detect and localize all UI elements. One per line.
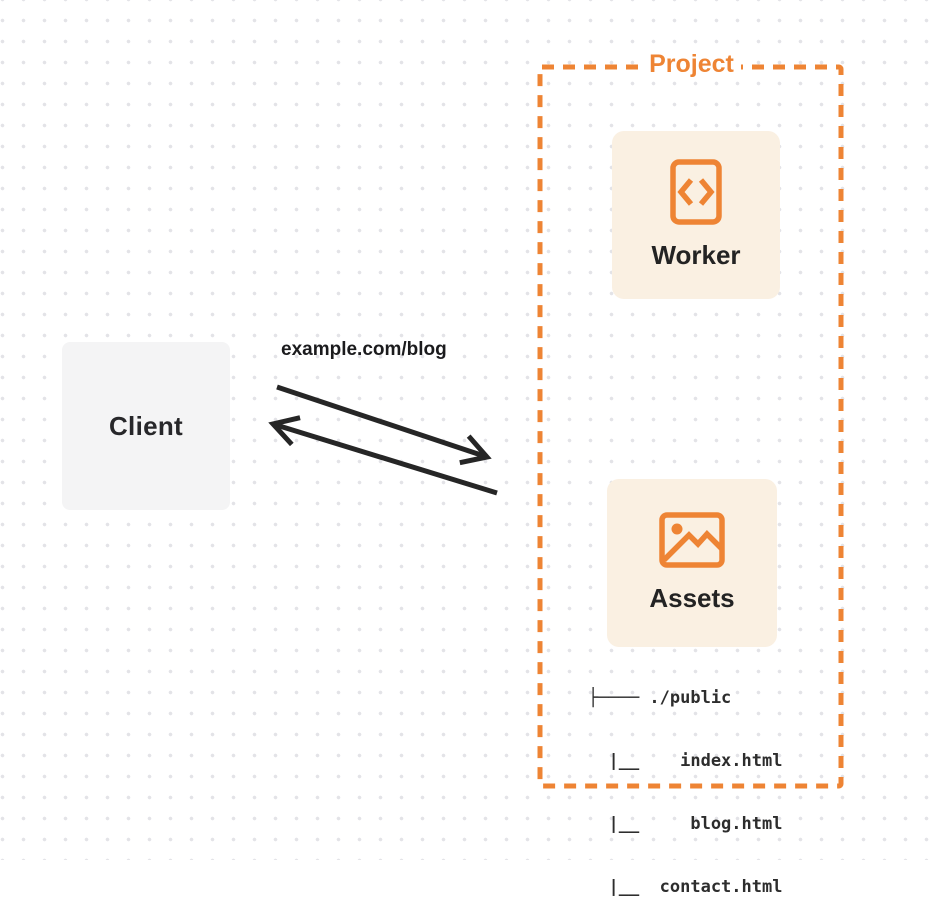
file-tree-line-public: ├──── ./public	[588, 688, 732, 708]
assets-file-tree: ├──── ./public |__ index.html |__ blog.h…	[588, 646, 782, 919]
file-tree-line-blog: |__ blog.html	[588, 814, 783, 834]
assets-card: Assets	[607, 479, 777, 647]
image-icon	[659, 512, 725, 568]
request-arrow	[276, 384, 492, 466]
client-label: Client	[108, 410, 184, 441]
worker-card: Worker	[612, 131, 780, 299]
project-boundary-label: Project	[540, 50, 843, 79]
project-label-text: Project	[642, 50, 741, 79]
code-document-icon	[670, 159, 722, 225]
response-arrow	[268, 415, 498, 496]
assets-label: Assets	[649, 583, 735, 613]
request-url-label: example.com/blog	[281, 339, 447, 360]
file-tree-line-contact: |__ contact.html	[588, 877, 783, 897]
client-box: Client	[62, 342, 230, 510]
file-tree-line-index: |__ index.html	[588, 751, 783, 771]
worker-label: Worker	[651, 240, 741, 270]
